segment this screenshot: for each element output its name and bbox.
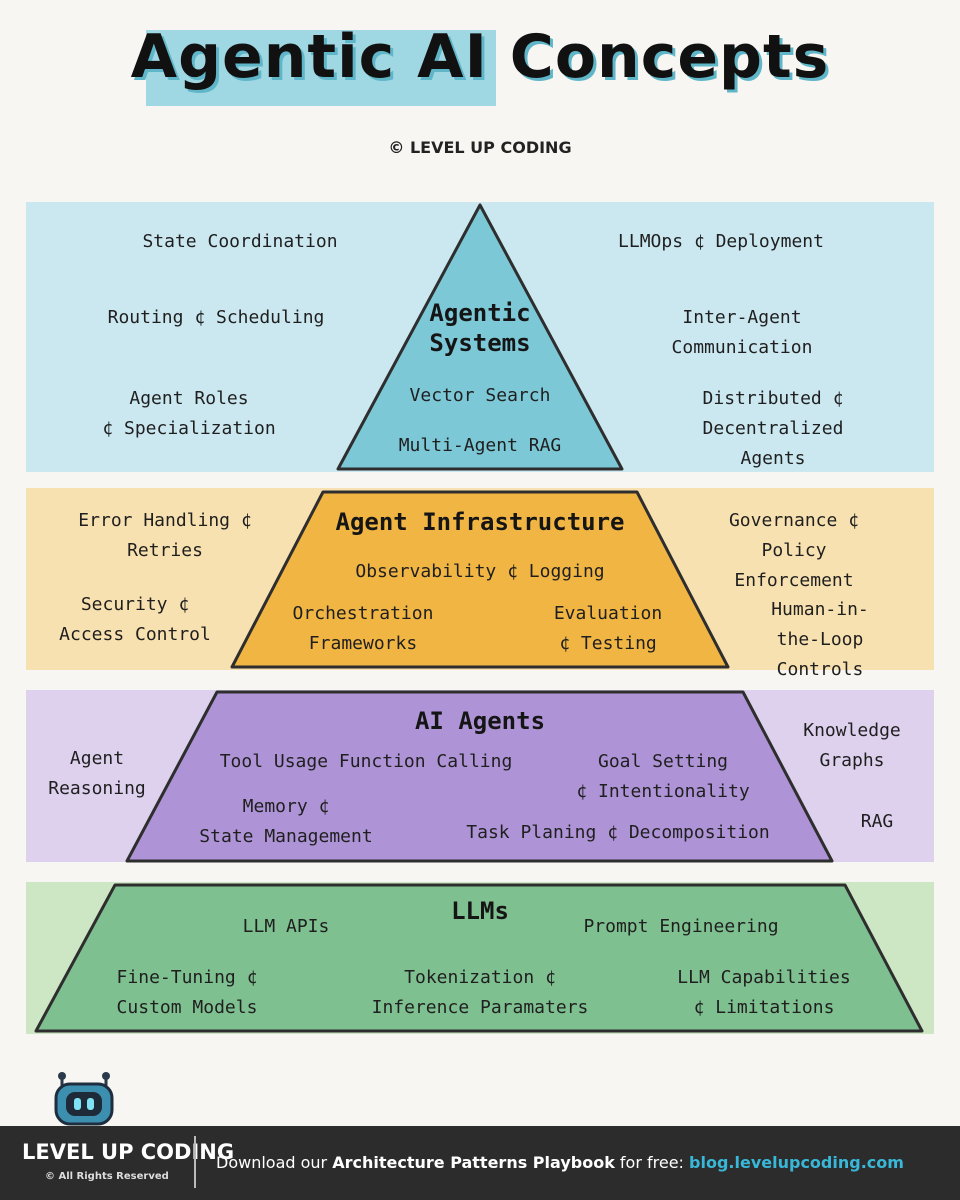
pyramid-tier-ai-agents xyxy=(125,690,834,863)
heading-ai-agents: AI Agents xyxy=(414,707,546,735)
label-task-planning: Task Planing ¢ Decomposition xyxy=(466,822,770,843)
label-state-coordination: State Coordination xyxy=(142,231,338,252)
cta-prefix: Download our xyxy=(216,1153,333,1172)
label-rag: RAG xyxy=(860,811,894,832)
label-multi-agent-rag: Multi-Agent RAG xyxy=(398,435,562,456)
label-agent-reasoning: Agent Reasoning xyxy=(48,748,146,799)
title-highlight xyxy=(146,30,496,106)
pyramid-tier-agentic-systems xyxy=(336,203,624,471)
cta-mid: for free: xyxy=(614,1153,690,1172)
robot-logo-icon xyxy=(54,1072,114,1126)
label-distributed-agents: Distributed ¢ Decentralized Agents xyxy=(702,388,844,469)
cta-url-link[interactable]: blog.levelupcoding.com xyxy=(689,1153,904,1172)
footer-brand: LEVEL UP CODING xyxy=(22,1140,235,1164)
label-security-access: Security ¢ Access Control xyxy=(59,594,211,645)
label-llmops-deployment: LLMOps ¢ Deployment xyxy=(618,231,824,252)
label-llm-capabilities: LLM Capabilities ¢ Limitations xyxy=(677,967,851,1018)
pyramid-tier-agent-infrastructure xyxy=(230,490,730,669)
heading-agentic-systems: Agentic Systems xyxy=(429,299,531,357)
label-evaluation-testing: Evaluation ¢ Testing xyxy=(553,603,663,654)
page-title: Agentic AI Concepts xyxy=(130,22,830,92)
label-agent-roles: Agent Roles ¢ Specialization xyxy=(102,388,276,439)
label-orchestration-frameworks: Orchestration Frameworks xyxy=(292,603,434,654)
label-routing-scheduling: Routing ¢ Scheduling xyxy=(107,307,325,328)
heading-agent-infrastructure: Agent Infrastructure xyxy=(335,508,625,536)
label-governance-policy: Governance ¢ Policy Enforcement xyxy=(728,510,860,591)
cta-bold: Architecture Patterns Playbook xyxy=(332,1153,615,1172)
label-goal-setting: Goal Setting ¢ Intentionality xyxy=(576,751,750,802)
footer-bar xyxy=(0,1126,960,1200)
label-tokenization: Tokenization ¢ Inference Paramaters xyxy=(371,967,589,1018)
label-llm-apis: LLM APIs xyxy=(242,916,330,937)
heading-llms: LLMs xyxy=(451,897,509,925)
label-tool-usage: Tool Usage Function Calling xyxy=(219,751,513,772)
label-human-in-the-loop: Human-in-the-Loop Controls xyxy=(771,599,869,680)
label-knowledge-graphs: Knowledge Graphs xyxy=(803,720,901,771)
footer-rights: © All Rights Reserved xyxy=(45,1171,169,1182)
label-fine-tuning: Fine-Tuning ¢ Custom Models xyxy=(116,967,258,1018)
credit-line: © LEVEL UP CODING xyxy=(388,138,572,157)
footer-divider xyxy=(194,1136,196,1188)
label-error-handling: Error Handling ¢ Retries xyxy=(78,510,252,561)
label-inter-agent-communication: Inter-Agent Communication xyxy=(671,307,813,358)
label-observability-logging: Observability ¢ Logging xyxy=(355,561,605,582)
label-memory-state: Memory ¢ State Management xyxy=(199,796,373,847)
footer-cta: Download our Architecture Patterns Playb… xyxy=(216,1153,904,1172)
pyramid-tier-llms xyxy=(34,883,924,1033)
label-prompt-engineering: Prompt Engineering xyxy=(583,916,779,937)
label-vector-search: Vector Search xyxy=(409,385,551,406)
